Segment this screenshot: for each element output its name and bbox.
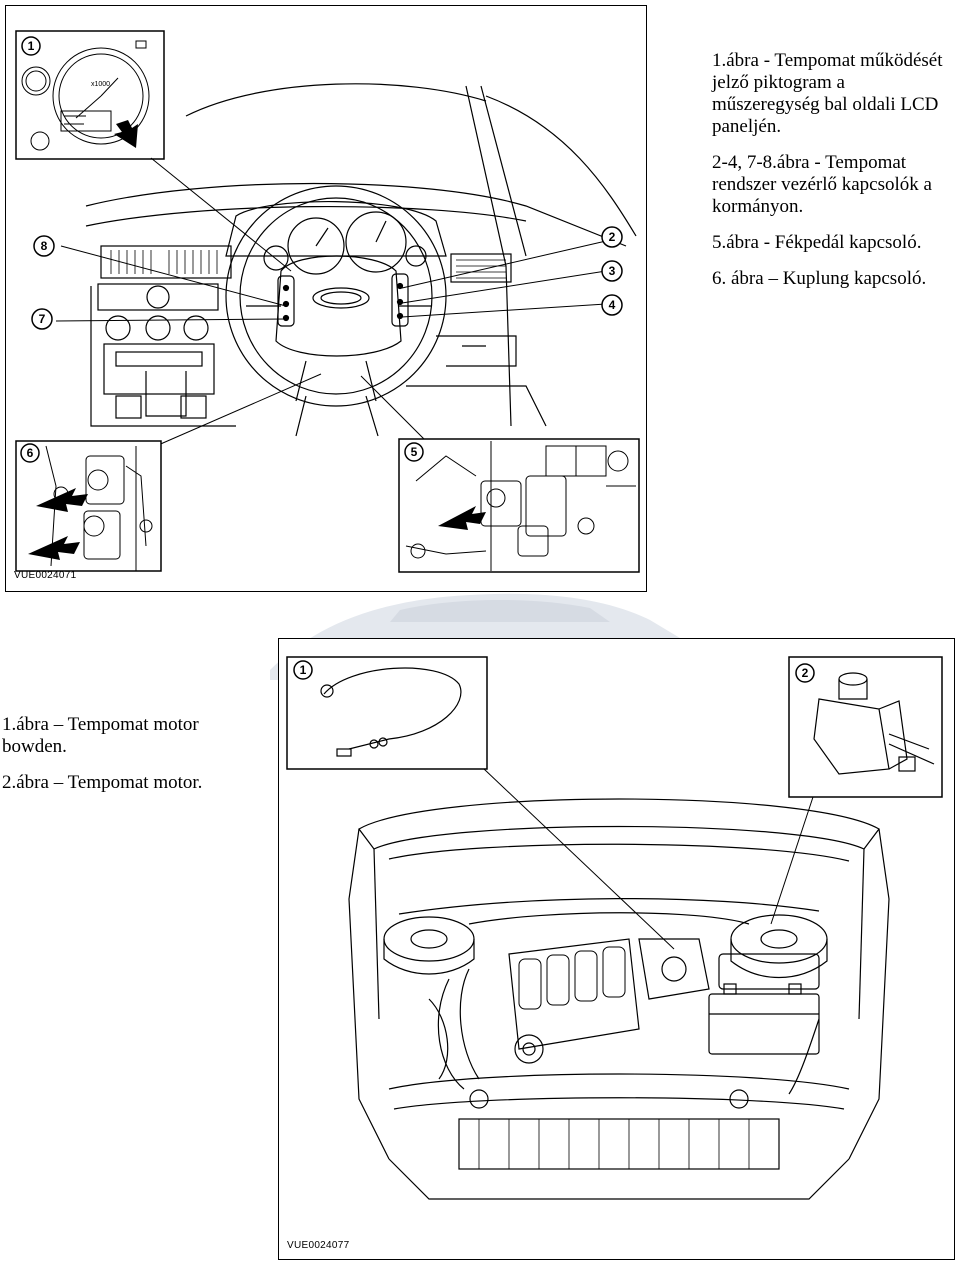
arrow-icon xyxy=(36,488,88,512)
callout-3: 3 xyxy=(609,264,616,278)
caption-line: 2.ábra – Tempomat motor. xyxy=(2,772,203,793)
engine-bay-drawing: 1 2 xyxy=(286,656,943,1200)
dashboard-figure: x1000 1 8 7 2 3 4 xyxy=(5,5,647,592)
callout-1: 1 xyxy=(28,39,35,53)
top-caption: 1.ábra - Tempomat működését jelző piktog… xyxy=(712,50,956,304)
bottom-caption: 1.ábra – Tempomat motor bowden. 2.ábra –… xyxy=(2,714,230,808)
figure-code: VUE0024071 xyxy=(14,570,77,581)
caption-line: 5.ábra - Fékpedál kapcsoló. xyxy=(712,232,922,253)
callout-2: 2 xyxy=(609,230,616,244)
arrow-icon xyxy=(28,536,80,560)
caption-line: 1.ábra – Tempomat motor bowden. xyxy=(2,714,199,757)
caption-line: 2-4, 7-8.ábra - Tempomat rendszer vezérl… xyxy=(712,152,932,217)
dashboard-drawing: x1000 1 8 7 2 3 4 xyxy=(15,30,640,573)
engine-bay-figure: 1 2 VUE0024077 xyxy=(278,638,955,1260)
gauge-label: x1000 xyxy=(91,81,110,88)
callout-4: 4 xyxy=(609,298,616,312)
callout-2: 2 xyxy=(802,666,809,680)
caption-line: 6. ábra – Kuplung kapcsoló. xyxy=(712,268,927,289)
callout-7: 7 xyxy=(39,312,46,326)
figure-code: VUE0024077 xyxy=(287,1240,350,1251)
callout-1: 1 xyxy=(300,663,307,677)
callout-8: 8 xyxy=(41,239,48,253)
arrow-icon xyxy=(114,120,138,148)
arrow-icon xyxy=(438,506,486,530)
caption-line: 1.ábra - Tempomat működését jelző piktog… xyxy=(712,50,943,137)
callout-6: 6 xyxy=(27,446,34,460)
callout-5: 5 xyxy=(411,445,418,459)
